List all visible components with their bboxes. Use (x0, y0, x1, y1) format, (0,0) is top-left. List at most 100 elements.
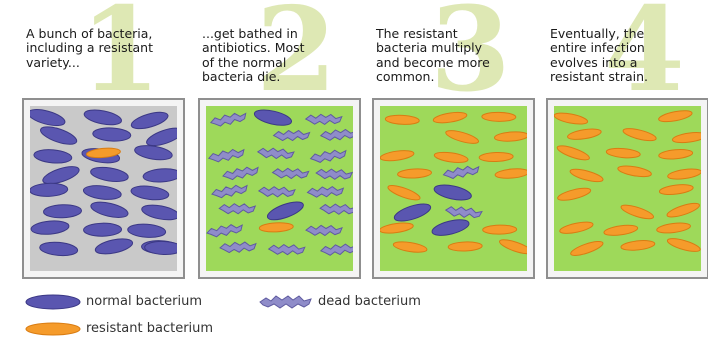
resistant-bacterium (620, 239, 655, 252)
resistant-bacterium (557, 186, 592, 203)
normal-bacterium (43, 204, 81, 218)
resistant-bacterium (483, 225, 517, 235)
dead-bacterium (257, 147, 294, 160)
normal-bacterium (92, 127, 131, 142)
normal-bacterium (83, 184, 122, 202)
resistant-bacterium (498, 237, 527, 257)
dead-bacterium (443, 165, 480, 180)
legend-normal-label: normal bacterium (86, 294, 202, 309)
resistant-bacterium (479, 152, 513, 162)
normal-bacterium-icon (24, 293, 82, 311)
resistant-bacterium (617, 164, 652, 179)
resistant-bacterium (620, 202, 655, 221)
agar-antibiotic (380, 106, 527, 271)
normal-bacterium (145, 125, 177, 150)
resistant-bacterium-icon (24, 320, 82, 338)
dead-bacterium (269, 244, 305, 255)
panel-step-1: 1 A bunch of bacteria, including a resis… (22, 0, 187, 290)
dead-bacterium (272, 168, 308, 180)
resistant-bacterium (666, 201, 701, 220)
dead-bacterium-icon (258, 293, 314, 311)
resistant-bacterium (667, 167, 701, 181)
resistant-bacterium (380, 149, 415, 163)
bacteria-layer (554, 106, 701, 271)
normal-bacterium (39, 241, 78, 257)
normal-bacterium (89, 199, 129, 220)
dead-bacterium (211, 184, 248, 200)
normal-bacterium (130, 109, 170, 132)
resistant-bacterium (495, 168, 527, 180)
legend-resistant-label: resistant bacterium (86, 321, 213, 336)
normal-bacterium (33, 148, 72, 164)
normal-bacterium (253, 107, 293, 128)
dead-bacterium (208, 148, 245, 164)
panel-caption: A bunch of bacteria, including a resista… (26, 27, 194, 70)
resistant-bacterium (622, 126, 657, 143)
agar-antibiotic (206, 106, 353, 271)
petri-dish (22, 98, 185, 279)
petri-dish (198, 98, 361, 279)
resistant-bacterium (559, 220, 594, 236)
petri-dish (546, 98, 708, 279)
resistant-bacterium (386, 183, 421, 203)
resistant-bacterium (397, 168, 431, 179)
dead-bacterium (210, 111, 247, 127)
legend-resistant: resistant bacterium (24, 320, 284, 338)
panel-caption: ...get bathed in antibiotics. Most of th… (202, 27, 370, 85)
resistant-bacterium (569, 239, 604, 259)
petri-dish (372, 98, 535, 279)
dead-bacterium (206, 223, 243, 238)
agar-antibiotic (554, 106, 701, 271)
normal-bacterium (39, 123, 79, 148)
resistant-bacterium (393, 240, 428, 254)
dead-bacterium (274, 131, 310, 141)
dead-bacterium (259, 186, 295, 198)
agar-plain (30, 106, 177, 271)
resistant-bacterium (603, 223, 638, 237)
resistant-bacterium (259, 222, 293, 233)
dead-bacterium (222, 165, 259, 181)
normal-bacterium (143, 168, 177, 184)
resistant-bacterium (434, 151, 469, 165)
normal-bacterium (144, 241, 177, 255)
resistant-bacterium (658, 148, 693, 160)
resistant-bacterium (569, 167, 604, 184)
resistant-bacterium (445, 128, 480, 146)
normal-bacterium (127, 223, 166, 239)
normal-bacterium (31, 219, 70, 235)
panel-step-2: 2 ...get bathed in antibiotics. Most of … (198, 0, 363, 290)
resistant-bacterium (658, 109, 693, 124)
legend-normal: normal bacterium (24, 293, 244, 311)
normal-bacterium (431, 217, 471, 239)
dead-bacterium (316, 168, 353, 180)
resistant-bacterium (380, 221, 414, 235)
panel-step-3: 3 The resistant bacteria multiply and be… (372, 0, 537, 290)
resistant-bacterium (554, 111, 588, 126)
normal-bacterium (90, 165, 130, 184)
legend-dead-label: dead bacterium (318, 294, 421, 309)
resistant-bacterium (494, 131, 527, 142)
panel-step-4: 4 Eventually, the entire infection evolv… (546, 0, 708, 290)
normal-bacterium (94, 236, 134, 257)
dead-bacterium (445, 205, 482, 219)
normal-bacterium (30, 183, 68, 197)
resistant-bacterium (385, 114, 419, 125)
resistant-bacterium (482, 112, 516, 122)
dead-bacterium (320, 203, 353, 215)
normal-bacterium (83, 223, 121, 237)
resistant-bacterium (556, 143, 591, 163)
resistant-bacterium (659, 183, 694, 196)
dead-bacterium (219, 203, 255, 214)
normal-bacterium (433, 182, 473, 203)
dead-bacterium (310, 149, 347, 164)
resistant-bacterium (433, 111, 468, 125)
dead-bacterium (307, 186, 343, 197)
dead-bacterium (320, 129, 353, 141)
normal-bacterium (83, 107, 123, 127)
bacteria-layer (380, 106, 527, 271)
resistant-bacterium (656, 221, 691, 234)
normal-bacterium (30, 106, 67, 128)
resistant-bacterium (567, 127, 602, 141)
dead-bacterium (220, 242, 256, 253)
